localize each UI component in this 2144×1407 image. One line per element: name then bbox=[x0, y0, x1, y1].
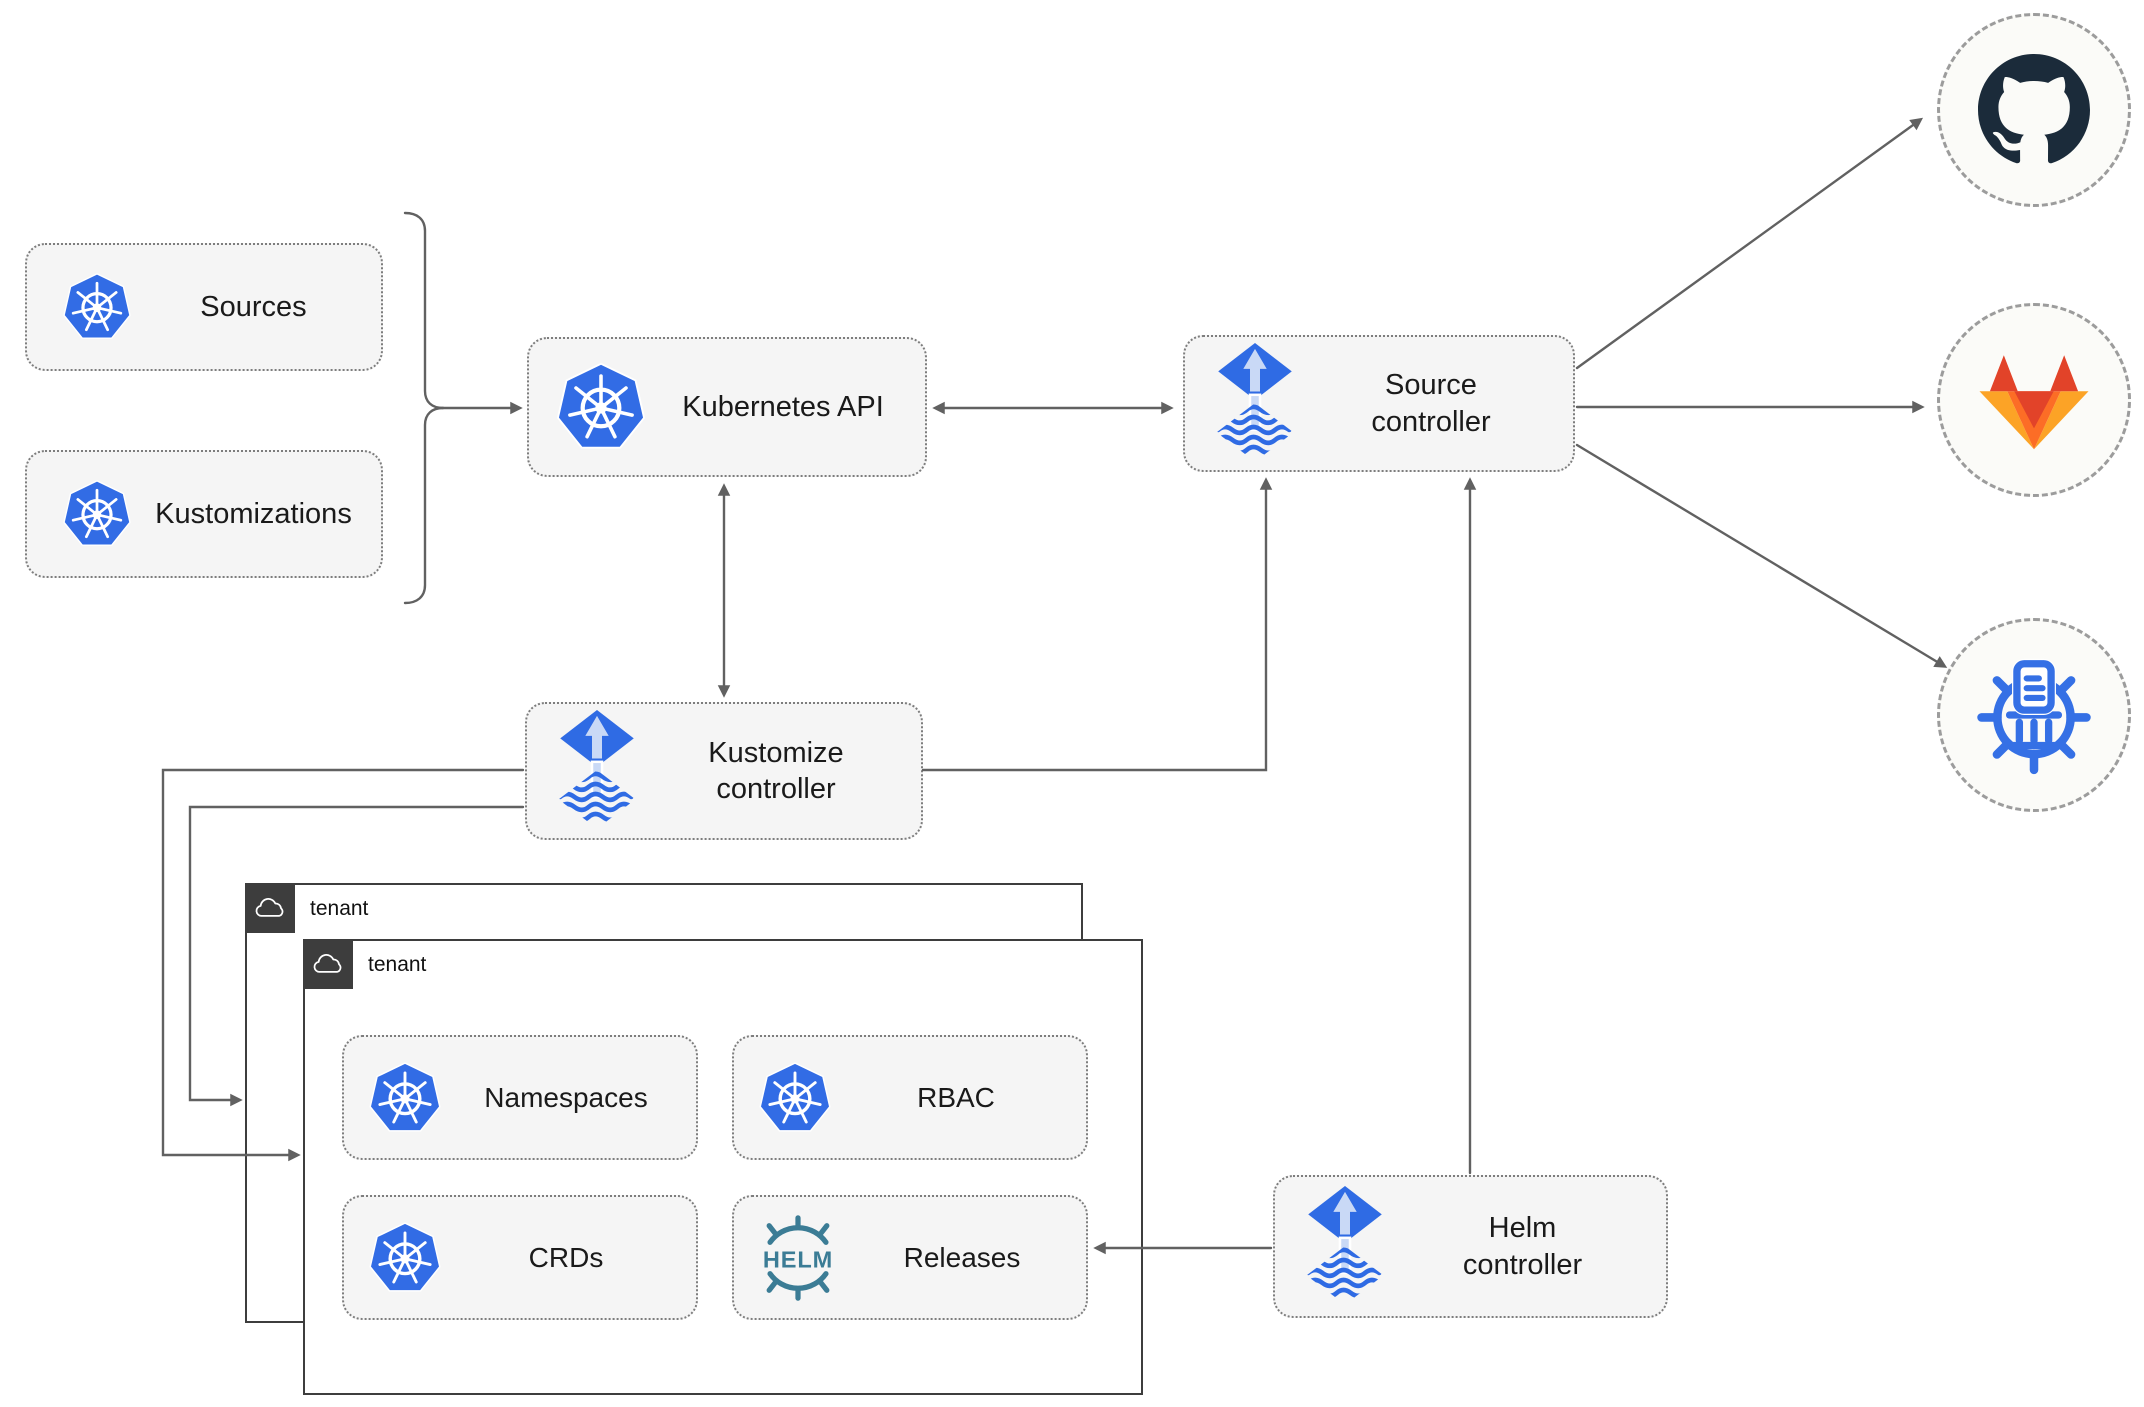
github-icon bbox=[1978, 54, 2090, 166]
flux-icon bbox=[1303, 1186, 1387, 1308]
tenant-header bbox=[245, 883, 295, 933]
tenant-label: tenant bbox=[310, 897, 369, 920]
tenant-header bbox=[303, 939, 353, 989]
node-kubernetes-api: Kubernetes API bbox=[527, 337, 927, 477]
node-sources: Sources bbox=[25, 243, 383, 371]
node-label: Kustomize controller bbox=[708, 736, 844, 805]
brace bbox=[403, 406, 445, 605]
tenant-group-front: tenant bbox=[303, 939, 1143, 1395]
node-label: Source controller bbox=[1371, 369, 1491, 438]
node-kustomize-controller: Kustomize controller bbox=[525, 702, 923, 840]
kubernetes-icon bbox=[366, 1060, 444, 1136]
node-label: Sources bbox=[200, 290, 307, 323]
flux-icon bbox=[1213, 343, 1297, 465]
node-source-controller: Source controller bbox=[1183, 335, 1575, 472]
node-rbac: RBAC bbox=[732, 1035, 1088, 1160]
node-kustomizations: Kustomizations bbox=[25, 450, 383, 578]
kubernetes-icon bbox=[756, 1060, 834, 1136]
flux-icon bbox=[555, 710, 639, 832]
edge-source-to-github bbox=[1575, 117, 1924, 370]
node-namespaces: Namespaces bbox=[342, 1035, 698, 1160]
node-label: Helm controller bbox=[1462, 1212, 1583, 1281]
node-label: Kustomizations bbox=[155, 497, 352, 530]
node-crds: CRDs bbox=[342, 1195, 698, 1320]
cloud-icon bbox=[254, 897, 286, 920]
endpoint-gitlab bbox=[1937, 303, 2131, 497]
helm-repository-icon bbox=[1973, 654, 2095, 776]
helm-icon: HELM bbox=[763, 1214, 833, 1301]
helm-logo-text: HELM bbox=[763, 1246, 833, 1272]
edge-kustomize-to-source bbox=[921, 477, 1273, 772]
node-helm-controller: Helm controller bbox=[1273, 1175, 1668, 1318]
node-label: RBAC bbox=[917, 1082, 995, 1113]
gitlab-icon bbox=[1976, 347, 2092, 454]
kubernetes-icon bbox=[553, 360, 649, 454]
node-label: Kubernetes API bbox=[682, 390, 884, 423]
node-label: CRDs bbox=[528, 1242, 604, 1273]
kubernetes-icon bbox=[60, 478, 134, 550]
node-releases: HELM Releases bbox=[732, 1195, 1088, 1320]
edge-source-to-helm-repository bbox=[1575, 443, 1948, 668]
node-label: Namespaces bbox=[484, 1082, 648, 1113]
kubernetes-icon bbox=[60, 271, 134, 343]
endpoint-github bbox=[1937, 13, 2131, 207]
node-label: Releases bbox=[903, 1242, 1021, 1273]
kubernetes-icon bbox=[366, 1220, 444, 1296]
brace bbox=[403, 211, 445, 410]
endpoint-helm-repository bbox=[1937, 618, 2131, 812]
tenant-label: tenant bbox=[368, 953, 427, 976]
cloud-icon bbox=[312, 953, 344, 976]
